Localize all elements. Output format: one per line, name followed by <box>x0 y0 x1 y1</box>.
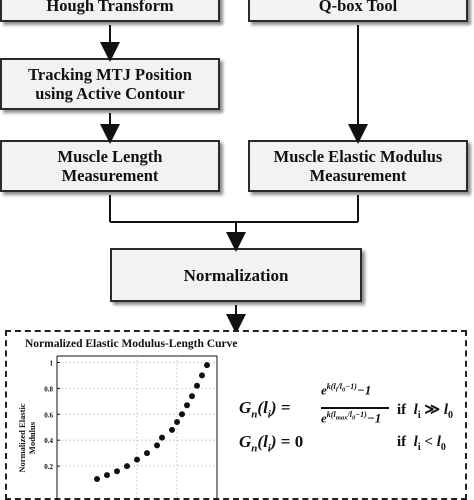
eq1-numerator: ek(li/l0−1)−1 <box>321 382 372 398</box>
data-point <box>194 382 200 389</box>
data-point <box>204 362 210 369</box>
eq1-denominator: ek(lmax/l0−1)−1 <box>321 410 382 426</box>
tracking-mtj-box: Tracking MTJ Position using Active Conto… <box>0 58 220 110</box>
y-tick-label: 0.2 <box>44 463 53 471</box>
data-point <box>124 463 130 470</box>
eq2-condition: if li < l0 <box>397 434 446 453</box>
hough-transform-label: Hough Transform <box>46 0 174 15</box>
elastic-modulus-box: Muscle Elastic Modulus Measurement <box>248 140 468 192</box>
tracking-mtj-line1: Tracking MTJ Position <box>28 65 192 84</box>
y-tick-label: 0.8 <box>44 385 53 393</box>
elastic-modulus-line1: Muscle Elastic Modulus <box>273 147 443 166</box>
muscle-length-box: Muscle Length Measurement <box>0 140 220 192</box>
qbox-tool-label: Q-box Tool <box>318 0 398 15</box>
qbox-tool-box: Q-box Tool <box>248 0 468 22</box>
tracking-mtj-line2: using Active Contour <box>35 84 185 103</box>
data-point <box>104 472 110 479</box>
elastic-modulus-line2: Measurement <box>309 166 407 185</box>
data-point <box>134 456 140 463</box>
eq1-condition: if li ≫ l0 <box>397 402 453 421</box>
data-point <box>184 402 190 409</box>
merge-lines <box>109 195 359 223</box>
y-tick-label: 0.4 <box>44 437 53 445</box>
data-point <box>189 393 195 400</box>
y-tick-label: 0.6 <box>44 411 53 419</box>
data-point <box>94 476 100 483</box>
eq1-lhs: Gn(li) = <box>239 398 291 421</box>
muscle-length-line2: Measurement <box>61 166 159 185</box>
eq1-fraction-bar <box>321 407 389 409</box>
data-point <box>179 411 185 418</box>
data-point <box>154 442 160 449</box>
chart-title: Normalized Elastic Modulus-Length Curve <box>25 338 238 350</box>
data-point <box>199 372 205 379</box>
normalized-curve-panel: Normalized Elastic Modulus-Length Curve … <box>5 330 467 500</box>
data-point <box>169 426 175 433</box>
data-point <box>159 434 165 441</box>
data-point <box>114 468 120 475</box>
data-point <box>144 450 150 457</box>
equation-2: Gn(li) = 0 if li < l0 <box>239 432 469 462</box>
equation-1: Gn(li) = ek(li/l0−1)−1 ek(lmax/l0−1)−1 i… <box>239 380 469 440</box>
scatter-plot: 1 0.8 0.6 0.4 0.2 <box>44 355 218 500</box>
eq2-lhs: Gn(li) = 0 <box>239 432 304 455</box>
data-point <box>174 419 180 426</box>
y-tick-label: 1 <box>50 359 54 367</box>
hough-transform-box: Hough Transform <box>0 0 220 22</box>
normalization-label: Normalization <box>183 265 289 285</box>
connectors <box>100 25 368 334</box>
muscle-length-line1: Muscle Length <box>57 147 163 166</box>
